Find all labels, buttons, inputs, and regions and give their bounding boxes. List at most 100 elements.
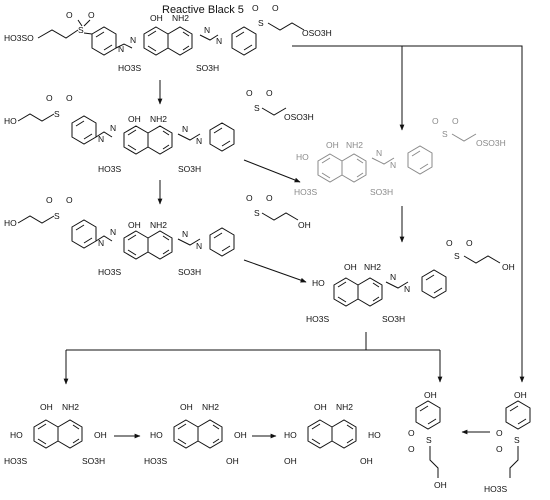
- svg-text:OH: OH: [514, 390, 527, 400]
- svg-text:O: O: [66, 195, 73, 205]
- svg-text:N: N: [404, 284, 410, 294]
- svg-text:NH2: NH2: [346, 140, 363, 150]
- svg-text:OH: OH: [128, 220, 141, 230]
- svg-text:SO3H: SO3H: [82, 456, 105, 466]
- svg-text:OH: OH: [326, 140, 339, 150]
- svg-text:SO3H: SO3H: [178, 267, 201, 277]
- svg-text:OH: OH: [424, 390, 437, 400]
- svg-text:S: S: [514, 435, 520, 445]
- svg-text:HO3S: HO3S: [98, 267, 121, 277]
- svg-text:OH: OH: [434, 480, 447, 490]
- svg-text:NH2: NH2: [150, 114, 167, 124]
- svg-text:OH: OH: [180, 402, 193, 412]
- svg-text:OSO3H: OSO3H: [476, 138, 506, 148]
- svg-text:OH: OH: [226, 456, 239, 466]
- so3h-left-label: HO3S: [118, 63, 141, 73]
- svg-text:N: N: [110, 227, 116, 237]
- intermediate-1: HO S O O N N OH NH2 HO3S SO3H N N S O O …: [4, 88, 314, 174]
- middle-product: HO OH NH2 HO3S SO3H N N S O O OH: [306, 238, 515, 324]
- svg-text:N: N: [118, 44, 124, 54]
- svg-text:NH2: NH2: [62, 402, 79, 412]
- reaction-arrows: [63, 45, 525, 439]
- svg-text:S: S: [54, 109, 60, 119]
- svg-text:S: S: [254, 208, 260, 218]
- svg-text:SO3H: SO3H: [382, 314, 405, 324]
- svg-text:OH: OH: [40, 402, 53, 412]
- svg-text:N: N: [182, 229, 188, 239]
- svg-text:N: N: [130, 35, 136, 45]
- svg-text:N: N: [182, 124, 188, 134]
- svg-text:HO3S: HO3S: [144, 456, 167, 466]
- svg-text:N: N: [196, 241, 202, 251]
- so3h-right-label: SO3H: [196, 63, 219, 73]
- svg-text:N: N: [110, 123, 116, 133]
- sulfonyl-s: S: [78, 25, 84, 35]
- nh2-label: NH2: [172, 13, 189, 23]
- svg-text:N: N: [196, 136, 202, 146]
- svg-text:HO3S: HO3S: [294, 187, 317, 197]
- svg-text:HO: HO: [4, 116, 17, 126]
- svg-text:O: O: [452, 116, 459, 126]
- intermediate-2: HO S O O N N OH NH2 HO3S SO3H N N S O O …: [4, 193, 311, 277]
- svg-text:OH: OH: [298, 220, 311, 230]
- svg-text:O: O: [252, 3, 259, 13]
- bottom-product-3: HO OH NH2 HO OH OH: [284, 402, 381, 466]
- svg-text:OH: OH: [344, 262, 357, 272]
- svg-text:HO: HO: [296, 152, 309, 162]
- svg-text:O: O: [496, 428, 503, 438]
- left-sulfatoethyl-label: HO3SO: [4, 33, 34, 43]
- svg-text:HO: HO: [10, 430, 23, 440]
- svg-text:HO: HO: [284, 430, 297, 440]
- svg-text:HO3S: HO3S: [306, 314, 329, 324]
- svg-text:OH: OH: [314, 402, 327, 412]
- compound-title: Reactive Black 5: [162, 4, 244, 16]
- svg-text:S: S: [426, 435, 432, 445]
- svg-text:O: O: [408, 428, 415, 438]
- svg-text:O: O: [266, 88, 273, 98]
- svg-text:S: S: [254, 103, 260, 113]
- svg-text:NH2: NH2: [364, 262, 381, 272]
- svg-text:O: O: [46, 93, 53, 103]
- bottom-product-4: OH S O O OH: [408, 390, 447, 490]
- svg-text:N: N: [390, 160, 396, 170]
- svg-text:NH2: NH2: [202, 402, 219, 412]
- svg-text:OH: OH: [94, 430, 107, 440]
- svg-text:HO: HO: [312, 278, 325, 288]
- svg-text:O: O: [46, 195, 53, 205]
- svg-text:O: O: [88, 10, 95, 20]
- svg-text:OH: OH: [284, 456, 297, 466]
- svg-text:O: O: [266, 193, 273, 203]
- svg-text:O: O: [66, 10, 73, 20]
- bottom-product-5: OH S O O HO3S: [484, 390, 531, 494]
- reactive-black-5: Reactive Black 5 HO3SO S O O N N OH NH2 …: [4, 3, 332, 73]
- svg-text:SO3H: SO3H: [178, 164, 201, 174]
- svg-text:NH2: NH2: [336, 402, 353, 412]
- svg-text:O: O: [432, 116, 439, 126]
- svg-text:OSO3H: OSO3H: [284, 112, 314, 122]
- svg-text:S: S: [258, 18, 264, 28]
- svg-text:N: N: [98, 134, 104, 144]
- faded-intermediate: HO OH NH2 HO3S SO3H N N S O O OSO3H: [294, 116, 506, 197]
- svg-text:O: O: [466, 238, 473, 248]
- svg-text:N: N: [204, 25, 210, 35]
- bottom-product-1: HO OH NH2 OH HO3S SO3H: [4, 402, 107, 466]
- svg-text:HO3S: HO3S: [4, 456, 27, 466]
- svg-text:NH2: NH2: [150, 220, 167, 230]
- svg-text:HO: HO: [368, 430, 381, 440]
- oh-label: OH: [150, 13, 163, 23]
- svg-text:S: S: [454, 251, 460, 261]
- svg-text:O: O: [446, 238, 453, 248]
- svg-text:OH: OH: [360, 456, 373, 466]
- svg-text:OH: OH: [234, 430, 247, 440]
- svg-text:HO: HO: [4, 218, 17, 228]
- svg-text:O: O: [408, 444, 415, 454]
- svg-text:O: O: [246, 88, 253, 98]
- svg-text:OH: OH: [128, 114, 141, 124]
- svg-text:O: O: [272, 3, 279, 13]
- svg-text:N: N: [98, 238, 104, 248]
- svg-text:OH: OH: [502, 262, 515, 272]
- svg-text:HO3S: HO3S: [484, 484, 507, 494]
- svg-text:N: N: [390, 272, 396, 282]
- svg-text:HO: HO: [150, 430, 163, 440]
